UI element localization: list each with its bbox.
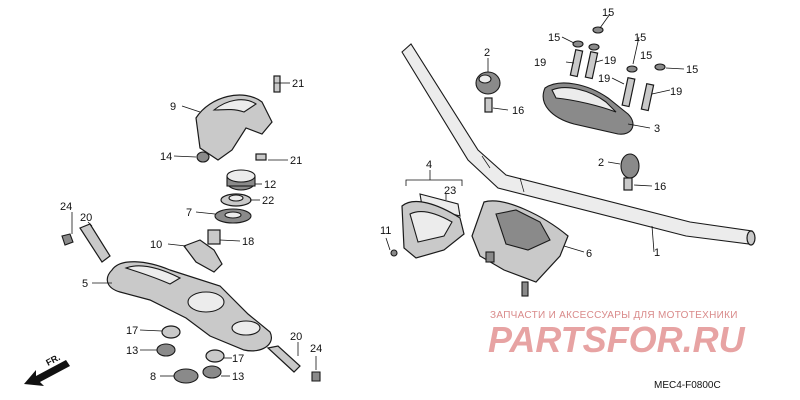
callout-18: 18 — [242, 236, 254, 248]
front-direction-marker: FR. — [24, 352, 70, 386]
watermark-logo: PARTSFOR.RU — [488, 319, 746, 360]
fasteners-left — [61, 223, 225, 384]
callout-7-left: 7 — [186, 207, 192, 219]
callout-24-right: 24 — [310, 343, 322, 355]
callout-19-a: 19 — [534, 57, 546, 69]
handlebar-rubber-left — [475, 71, 501, 113]
callout-20-left: 20 — [80, 212, 92, 224]
callout-10: 10 — [150, 239, 162, 251]
callout-16-right: 16 — [654, 181, 666, 193]
callout-23: 23 — [444, 185, 456, 197]
leader-lines — [71, 13, 685, 377]
callout-13-right: 13 — [232, 371, 244, 383]
headlight-case — [471, 200, 569, 297]
callout-9: 9 — [170, 101, 176, 113]
callout-19-c: 19 — [598, 73, 610, 85]
callout-6: 6 — [586, 248, 592, 260]
callout-22: 22 — [262, 195, 274, 207]
handlebar-holder-upper — [542, 26, 666, 135]
callout-8: 8 — [150, 371, 156, 383]
cable-guide-bracket — [183, 229, 223, 273]
watermark-tagline: ЗАПЧАСТИ И АКСЕССУАРЫ ДЛЯ МОТОТЕХНИКИ — [490, 310, 738, 321]
handlebar — [401, 43, 756, 246]
handlebar-rubber-right — [620, 153, 640, 191]
steering-stem-stack — [214, 169, 256, 224]
callout-14: 14 — [160, 151, 172, 163]
top-bridge-cover — [195, 75, 281, 163]
callout-2-top: 2 — [484, 47, 490, 59]
callout-15-d: 15 — [686, 64, 698, 76]
meter-visor — [390, 193, 465, 259]
callout-24-left: 24 — [60, 201, 72, 213]
callout-12: 12 — [264, 179, 276, 191]
diagram-code: MEC4-F0800C — [654, 380, 721, 391]
callout-4: 4 — [426, 159, 432, 171]
callout-13-left: 13 — [126, 345, 138, 357]
callout-2-right: 2 — [598, 157, 604, 169]
callout-labels: 1 2 2 3 4 5 6 7 8 9 10 11 12 13 13 14 15… — [60, 7, 698, 383]
callout-19-d: 19 — [670, 86, 682, 98]
fasteners-right — [266, 345, 321, 382]
callout-21-bottom: 21 — [290, 155, 302, 167]
callout-11: 11 — [380, 225, 391, 237]
callout-20-right: 20 — [290, 331, 302, 343]
top-bridge — [106, 261, 272, 352]
callout-19-b: 19 — [604, 55, 616, 67]
callout-3: 3 — [654, 123, 660, 135]
callout-17-left: 17 — [126, 325, 138, 337]
callout-17-right: 17 — [232, 353, 244, 365]
callout-15-a: 15 — [602, 7, 614, 19]
callout-15-c: 15 — [634, 32, 646, 44]
callout-16-top: 16 — [512, 105, 524, 117]
callout-1: 1 — [654, 247, 660, 259]
callout-15-e: 15 — [640, 50, 652, 62]
callout-15-b: 15 — [548, 32, 560, 44]
callout-5: 5 — [82, 278, 88, 290]
callout-21-top: 21 — [292, 78, 304, 90]
watermark: ЗАПЧАСТИ И АКСЕССУАРЫ ДЛЯ МОТОТЕХНИКИ PA… — [488, 310, 746, 360]
